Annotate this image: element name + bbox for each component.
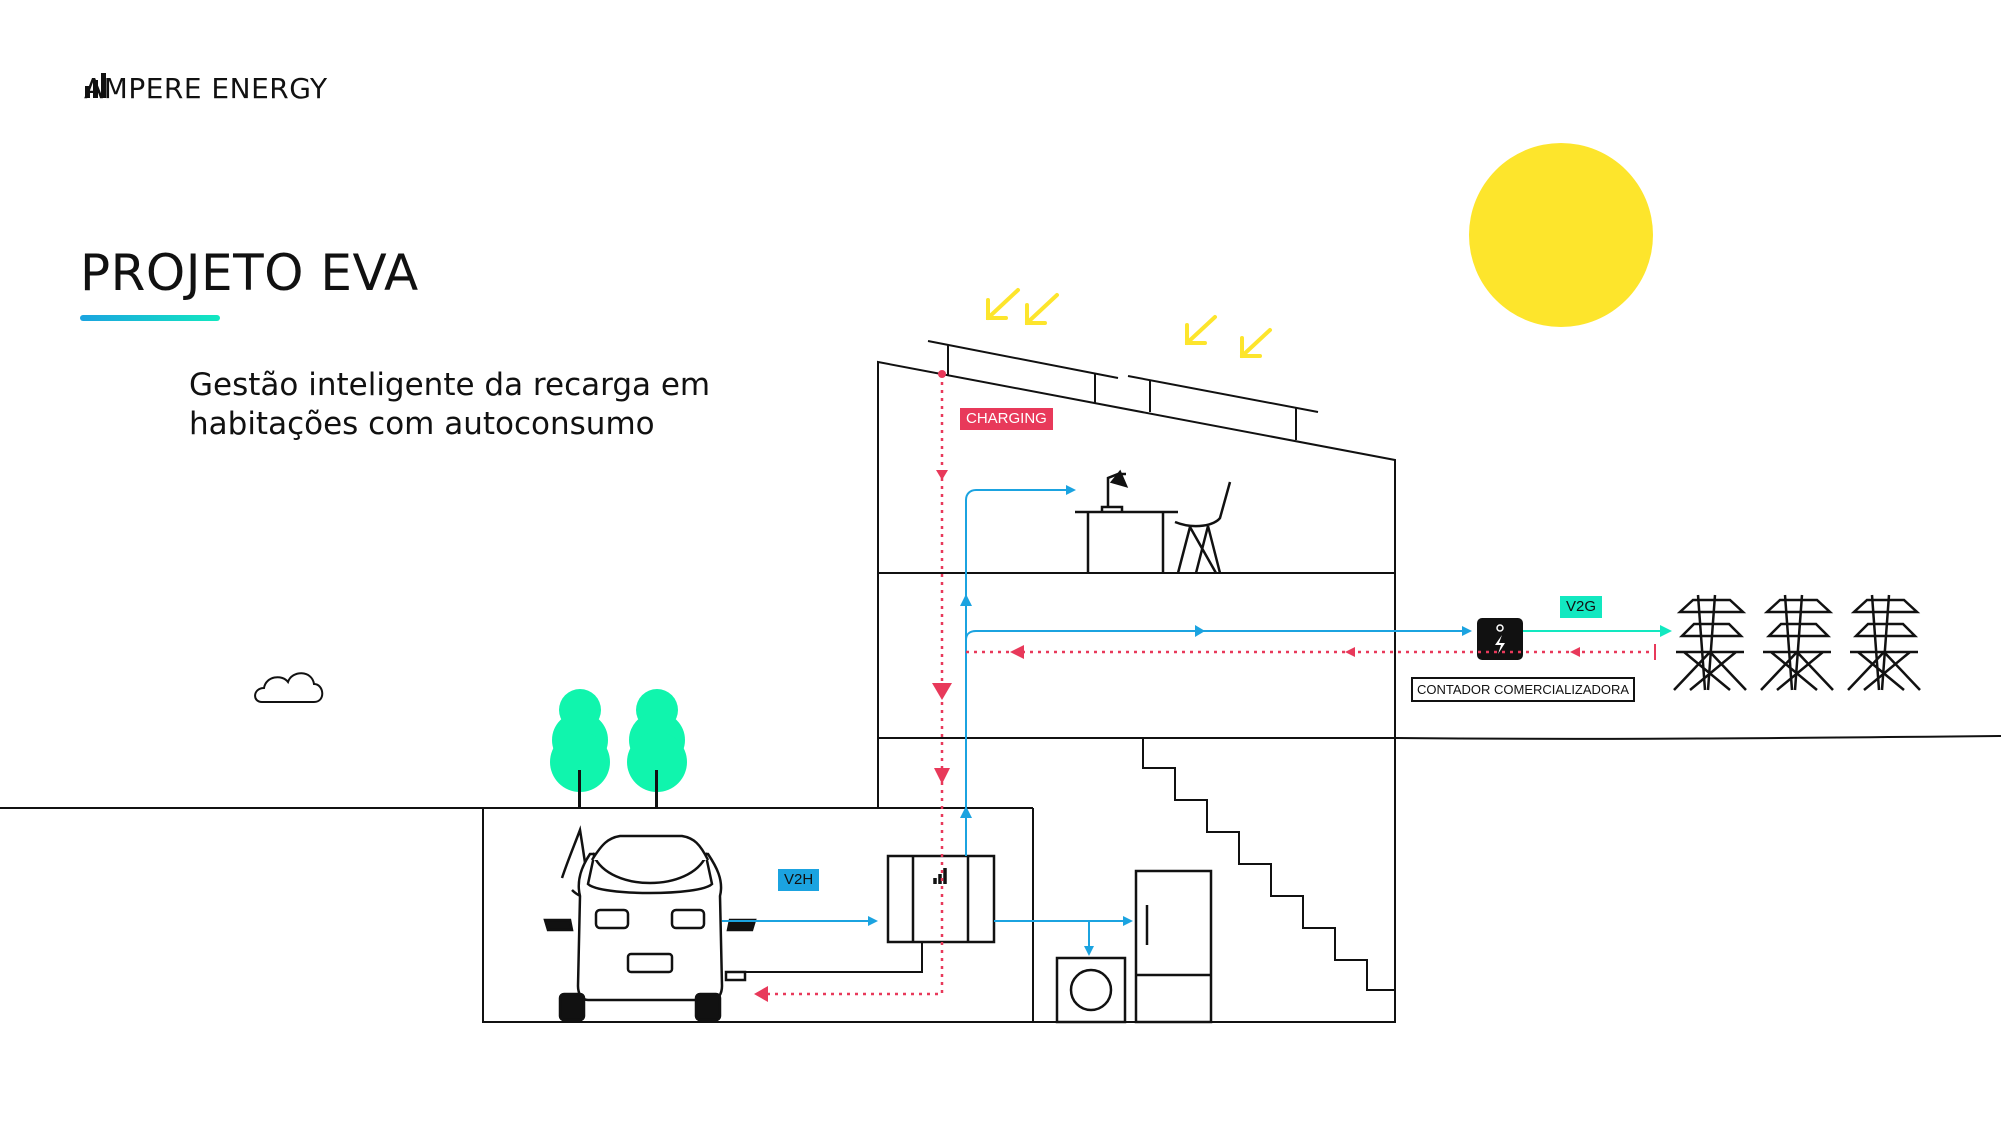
tree-icon xyxy=(627,689,687,808)
power-pylon-icon xyxy=(1760,594,1834,691)
washing-machine-icon xyxy=(1055,956,1127,1024)
sun-icon xyxy=(1469,143,1653,327)
charging-label: CHARGING xyxy=(960,408,1053,430)
v2g-label: V2G xyxy=(1560,596,1603,618)
page-title: PROJETO EVA xyxy=(80,244,419,302)
smart-meter-icon xyxy=(1477,618,1523,660)
page-subtitle: Gestão inteligente da recarga em habitaç… xyxy=(189,367,711,442)
desk-lamp-icon xyxy=(1075,469,1178,573)
home-battery-icon xyxy=(886,854,996,944)
fridge-icon xyxy=(1134,869,1213,1024)
charger-cable xyxy=(745,940,923,973)
house-outline xyxy=(482,360,1396,1023)
car-icon xyxy=(543,825,757,1022)
solar-ray-icon xyxy=(986,288,1272,358)
ground-line xyxy=(0,735,2001,809)
brand: AMPERE ENERGY xyxy=(84,72,328,105)
charging-flow xyxy=(760,374,1655,996)
red-arrowheads xyxy=(754,370,1656,1002)
v2h-label: V2H xyxy=(778,869,820,891)
power-pylon-icon xyxy=(1673,594,1747,691)
v2g-arrowhead xyxy=(1660,625,1672,637)
blue-arrowheads xyxy=(960,594,1205,818)
bar-chart-logo-icon xyxy=(85,73,106,98)
v2h-flow xyxy=(722,485,1472,956)
chair-icon xyxy=(1174,481,1232,574)
solar-panel xyxy=(927,340,1319,440)
title-underline xyxy=(80,315,220,321)
tree-icon xyxy=(550,689,610,808)
cloud-icon xyxy=(254,672,324,703)
staircase-icon xyxy=(1142,738,1395,991)
power-pylon-icon xyxy=(1847,594,1921,691)
meter-label: CONTADOR COMERCIALIZADORA xyxy=(1411,677,1636,702)
brand-name: AMPERE ENERGY xyxy=(84,72,328,105)
